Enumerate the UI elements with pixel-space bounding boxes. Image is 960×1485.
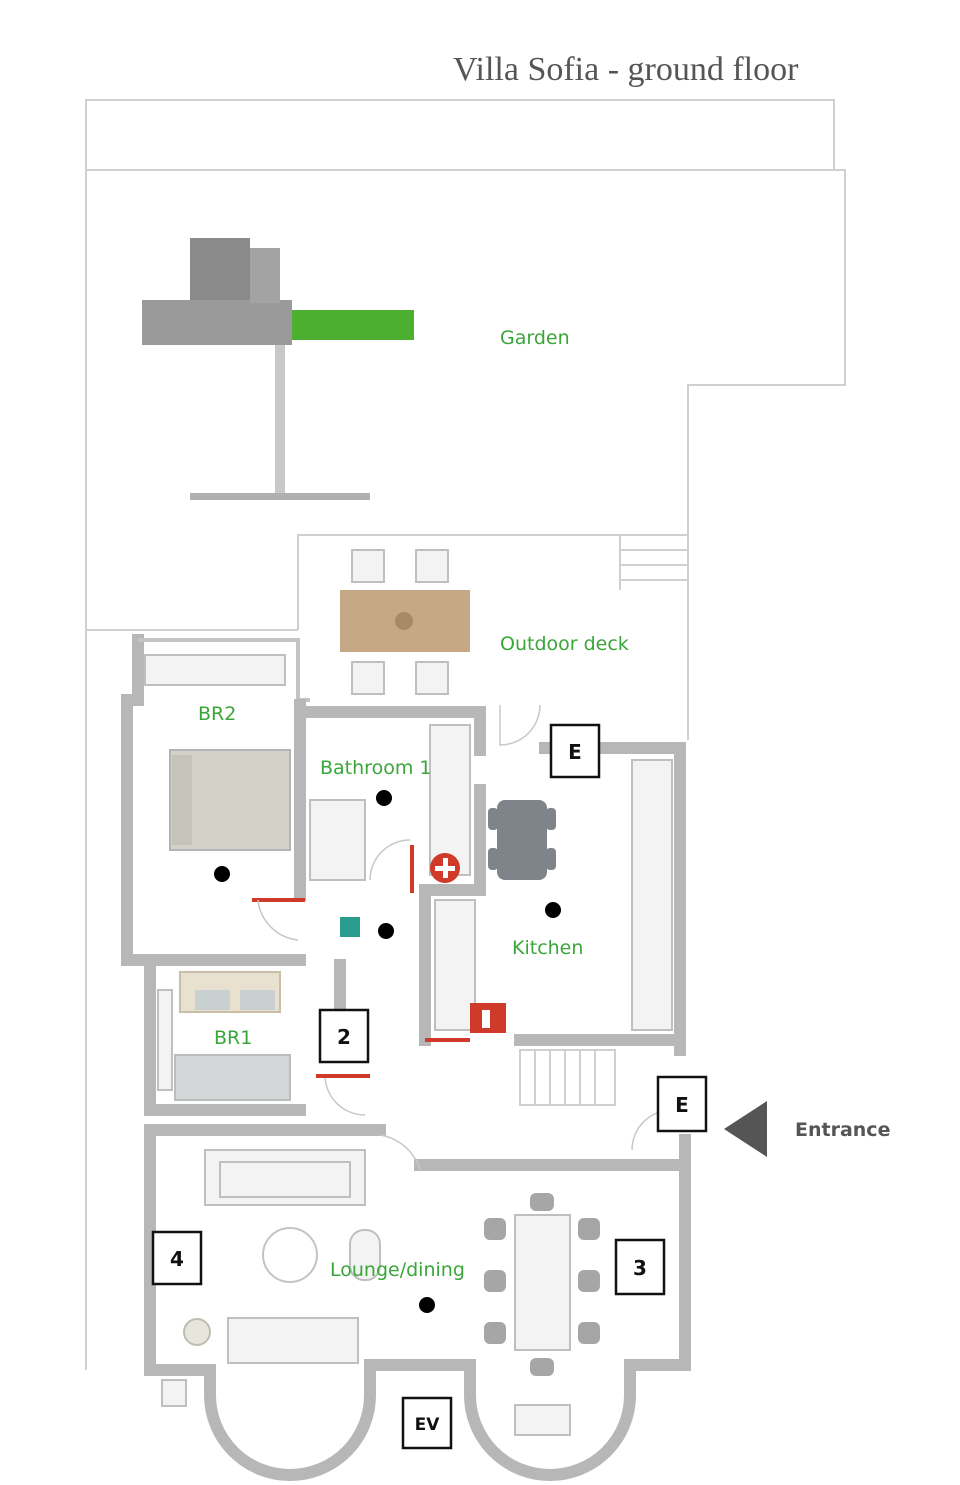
label-br2: BR2 — [198, 703, 236, 725]
label-outdoor-deck: Outdoor deck — [500, 633, 629, 655]
label-lounge-dining: Lounge/dining — [330, 1259, 465, 1281]
entrance-arrow-icon — [724, 1101, 767, 1157]
label-br1: BR1 — [214, 1027, 252, 1049]
room-labels: Garden Outdoor deck BR2 Bathroom 1 Kitch… — [198, 327, 629, 1281]
detector-dot-icon — [378, 923, 394, 939]
teal-square-icon — [340, 917, 360, 937]
bathroom-fixtures — [309, 724, 471, 881]
entrance-label: Entrance — [795, 1119, 890, 1141]
svg-text:4: 4 — [170, 1247, 184, 1271]
lounge-furniture — [161, 1134, 600, 1436]
marker-4: 4 — [151, 1230, 203, 1286]
exit-marker-entrance: E — [656, 1075, 708, 1133]
play-structure — [142, 238, 414, 500]
svg-text:2: 2 — [337, 1025, 351, 1049]
marker-2: 2 — [318, 1008, 370, 1064]
svg-text:E: E — [568, 740, 582, 764]
marker-3: 3 — [614, 1238, 666, 1296]
fire-doors — [252, 845, 470, 1078]
fire-extinguisher-icon — [470, 1003, 506, 1033]
svg-text:EV: EV — [415, 1415, 441, 1435]
markers: E E 2 3 4 EV — [151, 723, 708, 1450]
entrance-stairs — [519, 1049, 673, 1151]
kitchen-furniture — [434, 704, 673, 1031]
detector-dot-icon — [214, 866, 230, 882]
br2-furniture — [144, 654, 291, 851]
detector-dot-icon — [545, 902, 561, 918]
label-garden: Garden — [500, 327, 570, 349]
detector-dots — [214, 790, 561, 1313]
svg-text:E: E — [675, 1093, 689, 1117]
first-aid-icon — [430, 853, 460, 883]
br1-furniture — [157, 971, 366, 1116]
ev-marker: EV — [401, 1396, 453, 1450]
svg-text:3: 3 — [633, 1256, 647, 1280]
detector-dot-icon — [376, 790, 392, 806]
garden-area — [85, 99, 846, 1370]
label-kitchen: Kitchen — [512, 937, 583, 959]
garden-top-strip — [85, 99, 835, 171]
detector-dot-icon — [419, 1297, 435, 1313]
outdoor-deck-area — [297, 534, 688, 695]
plan-title: Villa Sofia - ground floor — [453, 51, 799, 88]
label-bathroom1: Bathroom 1 — [320, 757, 431, 779]
exit-marker-top: E — [549, 723, 601, 779]
